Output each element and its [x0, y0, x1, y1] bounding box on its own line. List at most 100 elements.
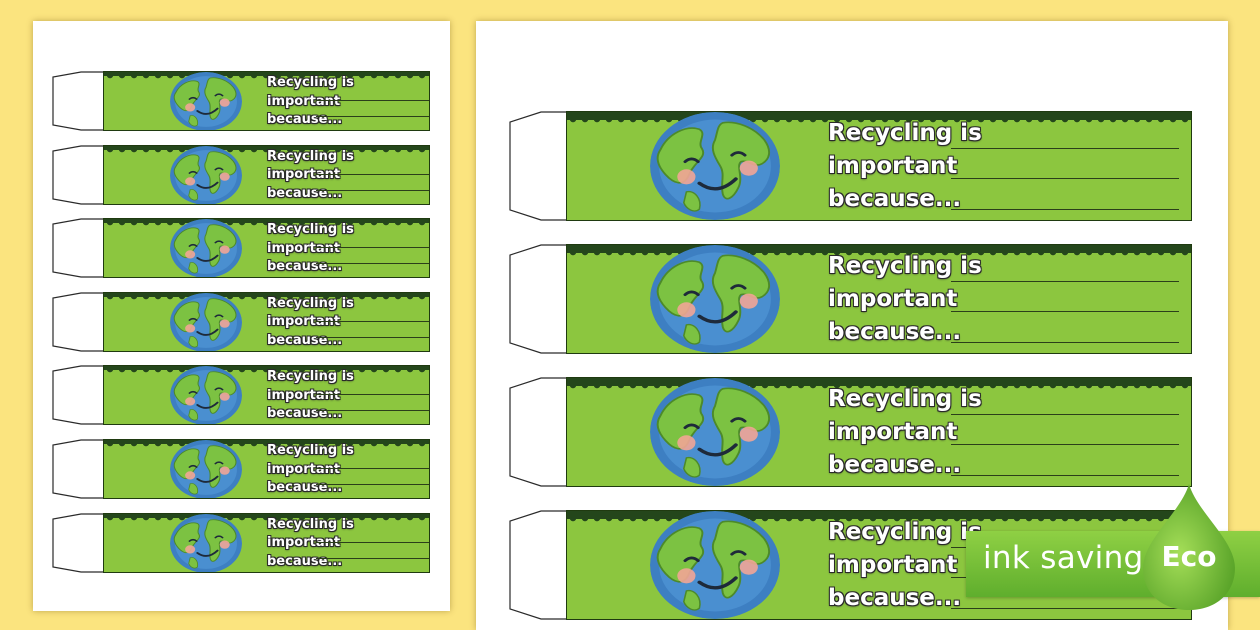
writing-line [951, 282, 1179, 312]
phrase-line-2: important [828, 419, 958, 445]
grass-border [567, 112, 1191, 123]
writing-line [316, 306, 429, 322]
wristband-tab [52, 292, 104, 352]
recycling-phrase: Recycling is important because... [828, 383, 982, 482]
wristband-tab [509, 111, 567, 221]
phrase-line-1: Recycling is [267, 222, 354, 238]
eco-label: Eco [1161, 540, 1217, 573]
eco-drop-icon [1143, 484, 1235, 610]
wristband-tab [52, 71, 104, 131]
recycling-wristband: Recycling is important because... [52, 365, 430, 426]
phrase-line-3: because... [267, 406, 343, 422]
writing-line [316, 175, 429, 191]
phrase-line-2: important [267, 167, 341, 183]
writing-lines [316, 527, 429, 572]
writing-line [316, 559, 429, 572]
writing-lines [951, 251, 1179, 343]
phrase-line-2: important [267, 461, 341, 477]
wristband-strip: Recycling is important because... [103, 218, 430, 279]
phrase-line-1: Recycling is [828, 386, 982, 412]
writing-lines [316, 306, 429, 351]
writing-lines [316, 379, 429, 424]
worksheet-preview-large: Recycling is important because... [476, 21, 1228, 630]
phrase-line-1: Recycling is [267, 369, 354, 385]
grass-border [567, 378, 1191, 389]
recycling-wristband: Recycling is important because... [509, 111, 1192, 221]
recycling-phrase: Recycling is important because... [267, 148, 354, 204]
smiling-earth-icon [170, 292, 242, 351]
recycling-phrase: Recycling is important because... [267, 221, 354, 277]
wristband-strip: Recycling is important because... [103, 365, 430, 426]
phrase-line-1: Recycling is [828, 519, 982, 545]
grass-border [104, 292, 429, 300]
writing-line [951, 149, 1179, 179]
smiling-earth-icon [650, 378, 780, 486]
writing-line [316, 411, 429, 424]
recycling-phrase: Recycling is important because... [828, 117, 982, 216]
smiling-earth-icon [170, 366, 242, 425]
phrase-line-3: because... [828, 186, 962, 212]
smiling-earth-icon [170, 145, 242, 204]
writing-lines [316, 232, 429, 277]
wristband-tab [509, 510, 567, 620]
recycling-phrase: Recycling is important because... [267, 295, 354, 351]
writing-line [316, 248, 429, 265]
writing-line [951, 445, 1179, 476]
recycling-phrase: Recycling is important because... [267, 442, 354, 498]
wristband-tab [52, 365, 104, 425]
phrase-line-1: Recycling is [267, 148, 354, 164]
worksheet-preview-small: Recycling is important because... [33, 21, 450, 611]
phrase-line-3: because... [267, 480, 343, 495]
phrase-line-3: because... [267, 332, 343, 348]
grass-border [104, 72, 429, 79]
smiling-earth-icon [170, 513, 242, 572]
recycling-phrase: Recycling is important because... [267, 516, 354, 572]
writing-line [951, 312, 1179, 343]
phrase-line-3: because... [267, 553, 343, 569]
phrase-line-1: Recycling is [828, 253, 982, 279]
recycling-phrase: Recycling is important because... [828, 250, 982, 349]
wristband-tab [52, 512, 104, 573]
smiling-earth-icon [650, 245, 780, 353]
wristband-strip: Recycling is important because... [103, 291, 430, 352]
phrase-line-2: important [267, 314, 341, 330]
phrase-line-2: important [828, 552, 958, 578]
smiling-earth-icon [170, 72, 242, 130]
smiling-earth-icon [650, 112, 780, 220]
writing-line [951, 578, 1179, 609]
wristband-tab [52, 218, 104, 278]
recycling-wristband: Recycling is important because... [52, 512, 430, 573]
grass-border [567, 511, 1191, 522]
writing-line [951, 118, 1179, 149]
wristband-strip: Recycling is important because... [103, 144, 430, 205]
writing-lines [316, 159, 429, 204]
recycling-wristband: Recycling is important because... [52, 144, 430, 205]
writing-lines [316, 85, 429, 130]
writing-lines [316, 453, 429, 498]
writing-line [316, 322, 429, 338]
phrase-line-1: Recycling is [267, 516, 354, 532]
grass-border [104, 145, 429, 153]
phrase-line-2: important [267, 387, 341, 403]
writing-line [316, 101, 429, 117]
recycling-wristband: Recycling is important because... [509, 377, 1192, 487]
phrase-line-1: Recycling is [267, 75, 354, 90]
writing-line [951, 384, 1179, 415]
writing-line [316, 543, 429, 559]
writing-line [316, 191, 429, 204]
recycling-phrase: Recycling is important because... [828, 516, 982, 615]
wristband-strip: Recycling is important because... [566, 377, 1192, 487]
recycling-wristband: Recycling is important because... [509, 244, 1192, 354]
wristband-tab [509, 244, 567, 354]
writing-line [316, 159, 429, 175]
writing-line [316, 395, 429, 412]
wristband-tab [52, 144, 104, 205]
grass-border [104, 366, 429, 374]
writing-lines [951, 118, 1179, 210]
recycling-phrase: Recycling is important because... [267, 368, 354, 424]
writing-line [316, 232, 429, 249]
grass-border [104, 440, 429, 447]
writing-line [316, 379, 429, 396]
writing-line [316, 338, 429, 351]
recycling-phrase: Recycling is important because... [267, 74, 354, 130]
